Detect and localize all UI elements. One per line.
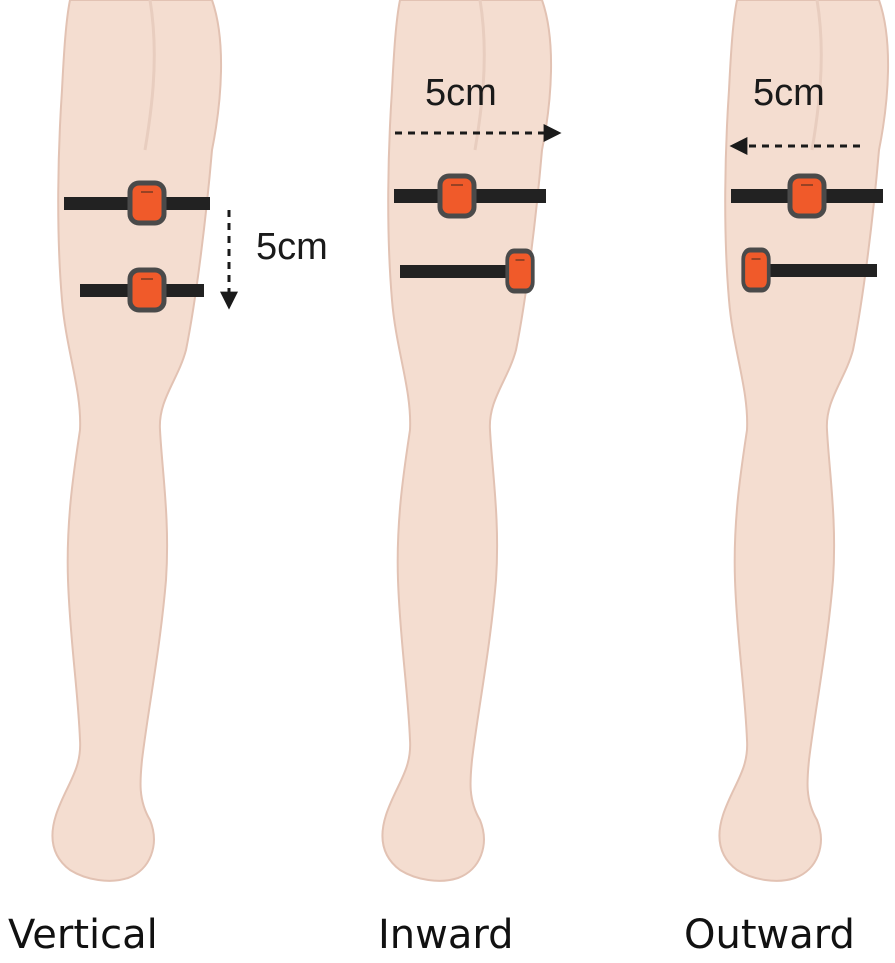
distance-label: 5cm	[425, 72, 497, 114]
leg-illustration	[52, 0, 221, 881]
leg-inward: 5cm	[382, 0, 558, 881]
upper-sensor	[130, 183, 164, 223]
leg-vertical: 5cm	[52, 0, 327, 881]
distance-label: 5cm	[256, 226, 328, 268]
upper-sensor	[440, 176, 474, 216]
leg-illustration	[719, 0, 888, 881]
lower-strap	[753, 264, 877, 277]
leg-outward: 5cm	[719, 0, 888, 881]
caption-inward: Inward	[378, 912, 514, 958]
lower-sensor	[507, 251, 533, 291]
caption-outward: Outward	[684, 912, 855, 958]
distance-label: 5cm	[753, 72, 825, 114]
lower-sensor	[130, 270, 164, 310]
upper-sensor	[790, 176, 824, 216]
lower-sensor	[743, 250, 769, 290]
caption-vertical: Vertical	[8, 912, 158, 958]
